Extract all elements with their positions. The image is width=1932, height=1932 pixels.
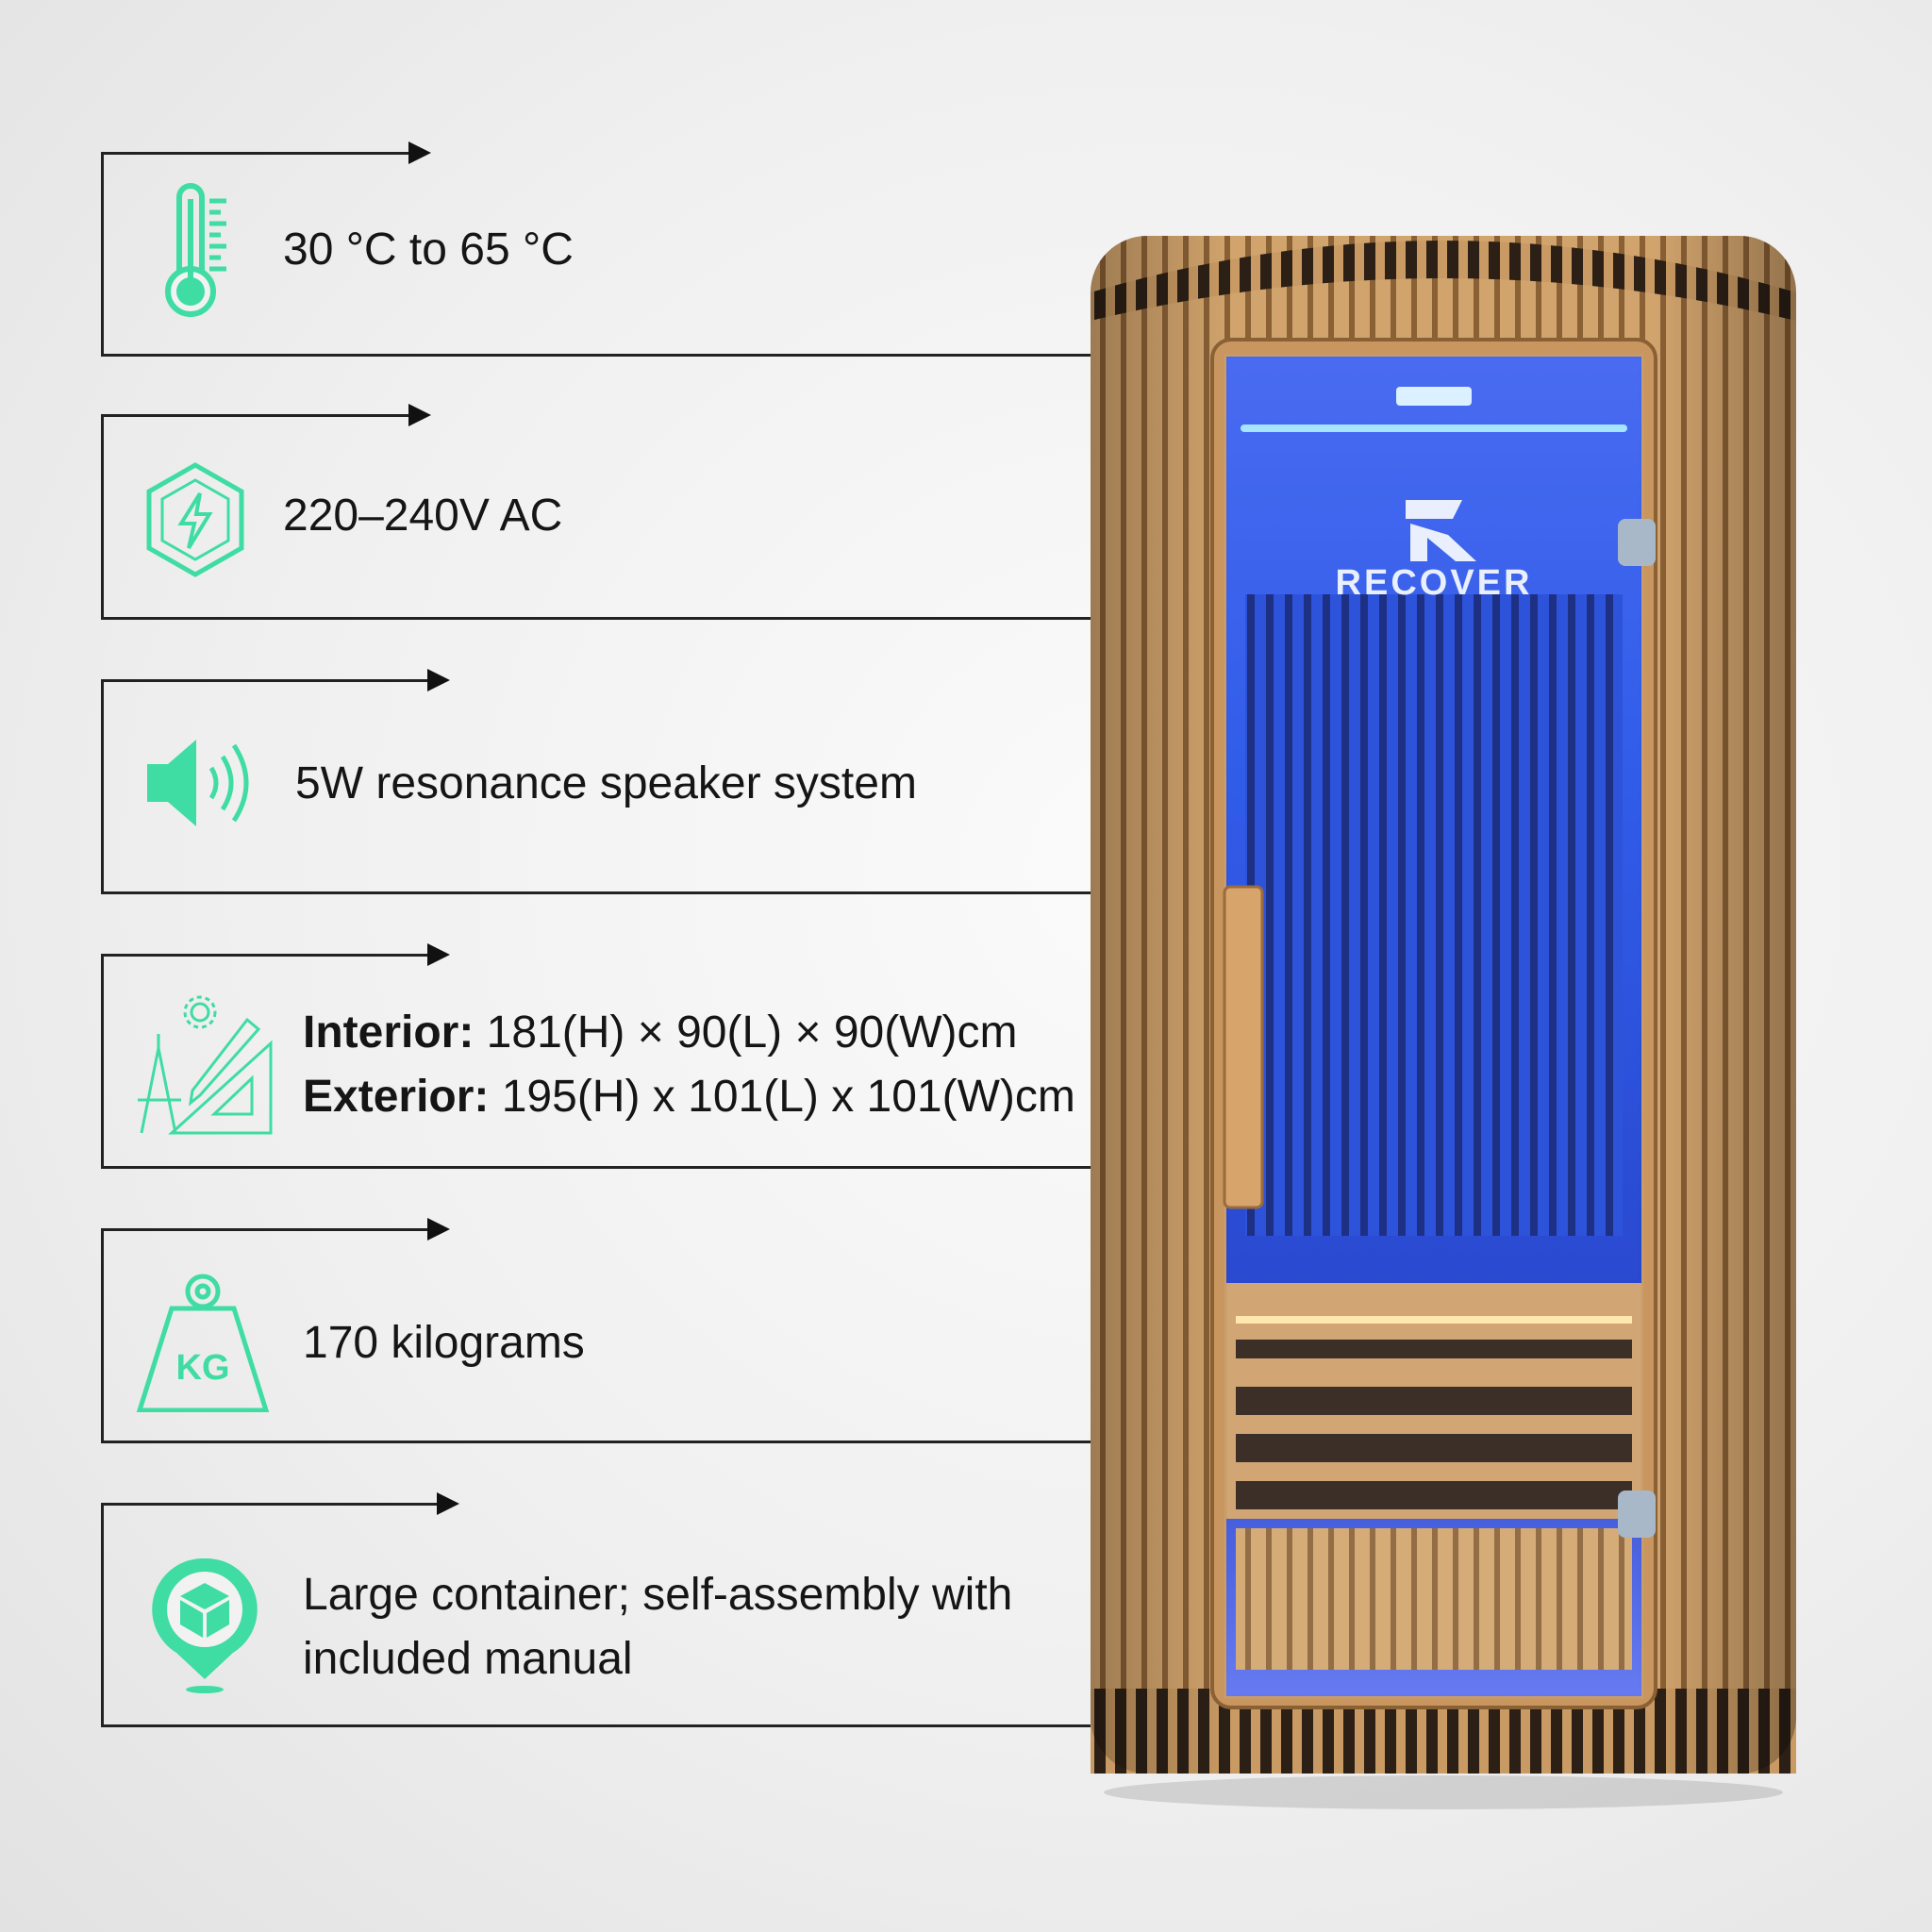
spec-power: 220–240V AC (283, 491, 563, 541)
arrow-icon (437, 1492, 459, 1515)
speaker-icon (147, 740, 249, 826)
interior-label: Interior: (303, 1008, 475, 1058)
drafting-tools-icon (138, 995, 273, 1135)
lightning-hexagon-icon (146, 462, 244, 577)
svg-text:KG: KG (176, 1348, 230, 1388)
spec-speaker: 5W resonance speaker system (295, 758, 917, 808)
arrow-icon (427, 1218, 450, 1241)
spec-weight: 170 kilograms (303, 1318, 585, 1368)
exterior-value: 195(H) x 101(L) x 101(W)cm (489, 1072, 1075, 1122)
spec-temperature: 30 °C to 65 °C (283, 225, 574, 275)
spec-exterior-dimensions: Exterior: 195(H) x 101(L) x 101(W)cm (303, 1065, 1075, 1129)
exterior-label: Exterior: (303, 1072, 490, 1122)
sauna-product-image: RECOVER (1091, 236, 1796, 1809)
package-location-icon (152, 1557, 258, 1693)
thermometer-icon (165, 183, 226, 317)
spec-shipping-line2: included manual (303, 1634, 633, 1684)
arrow-icon (427, 943, 450, 966)
spec-interior-dimensions: Interior: 181(H) × 90(L) × 90(W)cm (303, 1001, 1018, 1065)
arrow-icon (408, 142, 431, 164)
brand-logo: RECOVER (1336, 563, 1533, 603)
arrow-icon (427, 669, 450, 691)
interior-value: 181(H) × 90(L) × 90(W)cm (474, 1008, 1018, 1058)
spec-shipping-line1: Large container; self-assembly with (303, 1570, 1013, 1620)
weight-kg-icon: KG (136, 1274, 270, 1412)
arrow-icon (408, 404, 431, 426)
